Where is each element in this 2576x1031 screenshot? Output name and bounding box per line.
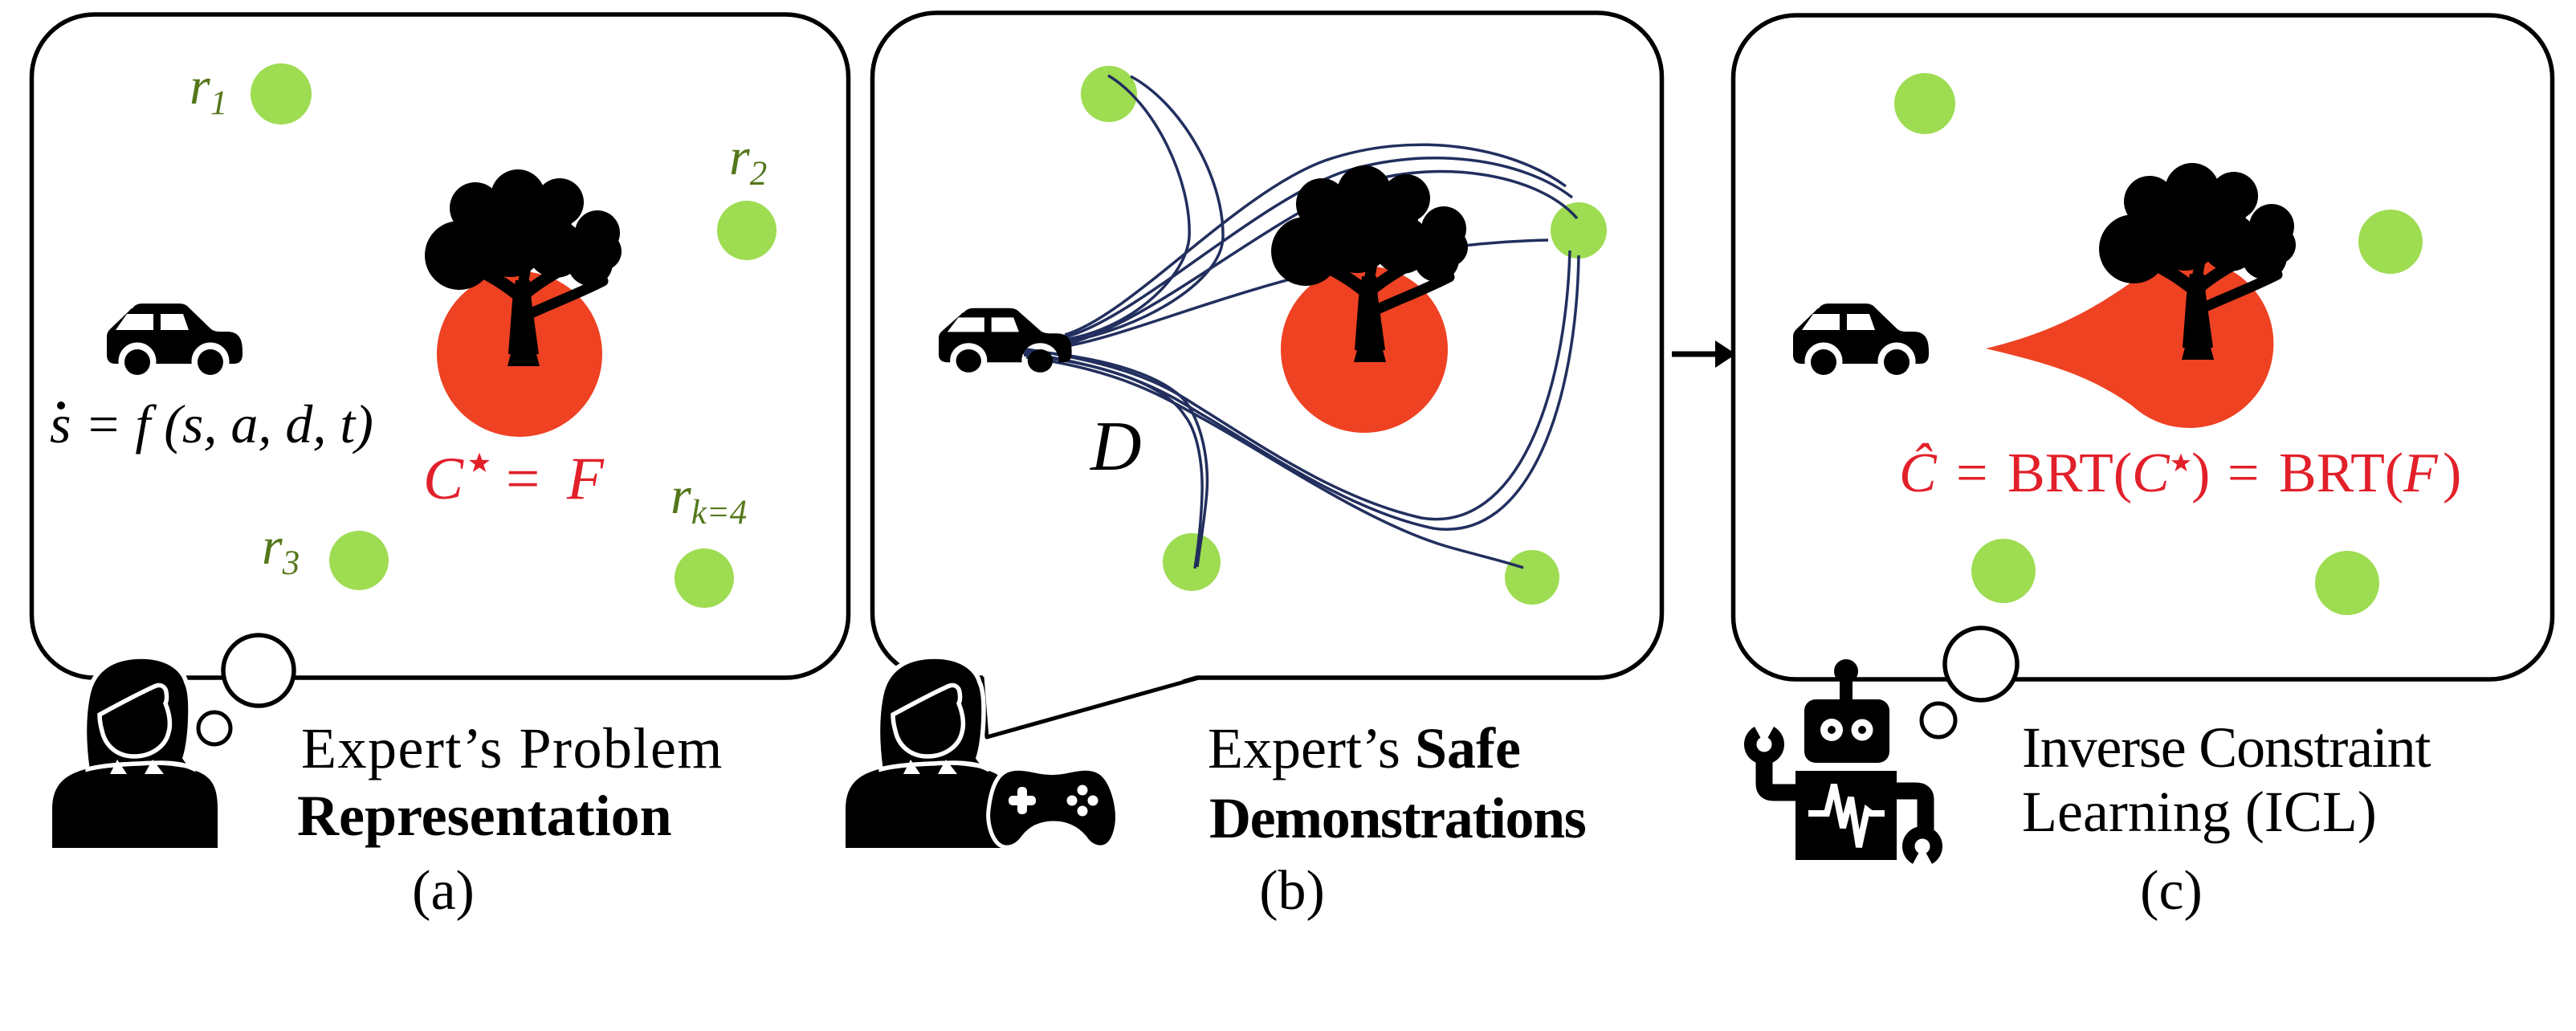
svg-text:Expert’s Safe: Expert’s Safe	[1208, 716, 1521, 780]
svg-text:D: D	[1090, 408, 1142, 486]
svg-text:): )	[2443, 442, 2461, 504]
svg-text:Expert’s Problem: Expert’s Problem	[301, 716, 723, 780]
svg-text:r1: r1	[190, 57, 227, 122]
svg-text:=: =	[2228, 442, 2259, 504]
svg-text:Ĉ: Ĉ	[1899, 442, 1938, 504]
svg-text:F: F	[2403, 442, 2439, 504]
svg-text:): )	[2191, 442, 2210, 504]
svg-text:Learning (ICL): Learning (ICL)	[2022, 780, 2377, 844]
svg-text:BRT(: BRT(	[2279, 442, 2403, 504]
svg-text:BRT(: BRT(	[2007, 442, 2132, 504]
svg-text:F: F	[566, 446, 605, 512]
svg-text:(c): (c)	[2140, 860, 2203, 922]
svg-text:=: =	[506, 446, 540, 512]
svg-text:(a): (a)	[412, 860, 475, 922]
svg-text:C: C	[2132, 442, 2170, 504]
svg-text:=: =	[1956, 442, 1987, 504]
svg-text:Demonstrations: Demonstrations	[1209, 786, 1586, 850]
svg-text:C: C	[423, 446, 464, 512]
svg-text:(b): (b)	[1259, 860, 1325, 922]
svg-text:Inverse Constraint: Inverse Constraint	[2022, 715, 2431, 780]
svg-text:Representation: Representation	[297, 784, 672, 848]
svg-text:s = f (s, a, d, t): s = f (s, a, d, t)	[50, 393, 373, 454]
